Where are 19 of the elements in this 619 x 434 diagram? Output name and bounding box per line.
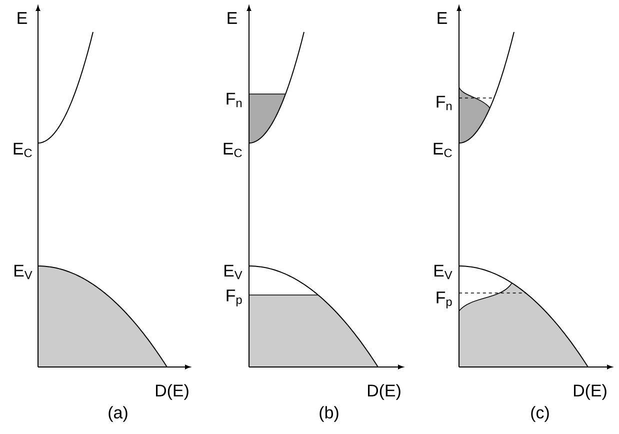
axis-label: E$_{C}$: [434, 142, 452, 158]
axis-label: E: [438, 12, 447, 24]
axis-label: F$_{p}$: [226, 290, 242, 306]
axis-label: E$_{V}$: [224, 264, 242, 280]
axis-label: F$_{n}$: [436, 96, 452, 110]
axis-label: E$_{V}$: [434, 264, 452, 280]
axis-label: E: [228, 12, 237, 24]
axis-label: (c): [531, 406, 549, 422]
axis-label: F$_{n}$: [226, 92, 242, 108]
axis-label: D(E): [368, 384, 400, 400]
axis-label: (a): [108, 406, 128, 422]
axis-label: E$_{V}$: [14, 264, 32, 280]
axis-label: F$_{p}$: [436, 292, 452, 308]
axis-label: D(E): [574, 384, 606, 400]
axis-label: E: [18, 12, 27, 24]
axis-label: E$_{C}$: [14, 142, 32, 158]
axis-label: E$_{C}$: [224, 142, 242, 158]
axis-label: (b): [320, 406, 338, 422]
axis-label: D(E): [156, 384, 188, 400]
